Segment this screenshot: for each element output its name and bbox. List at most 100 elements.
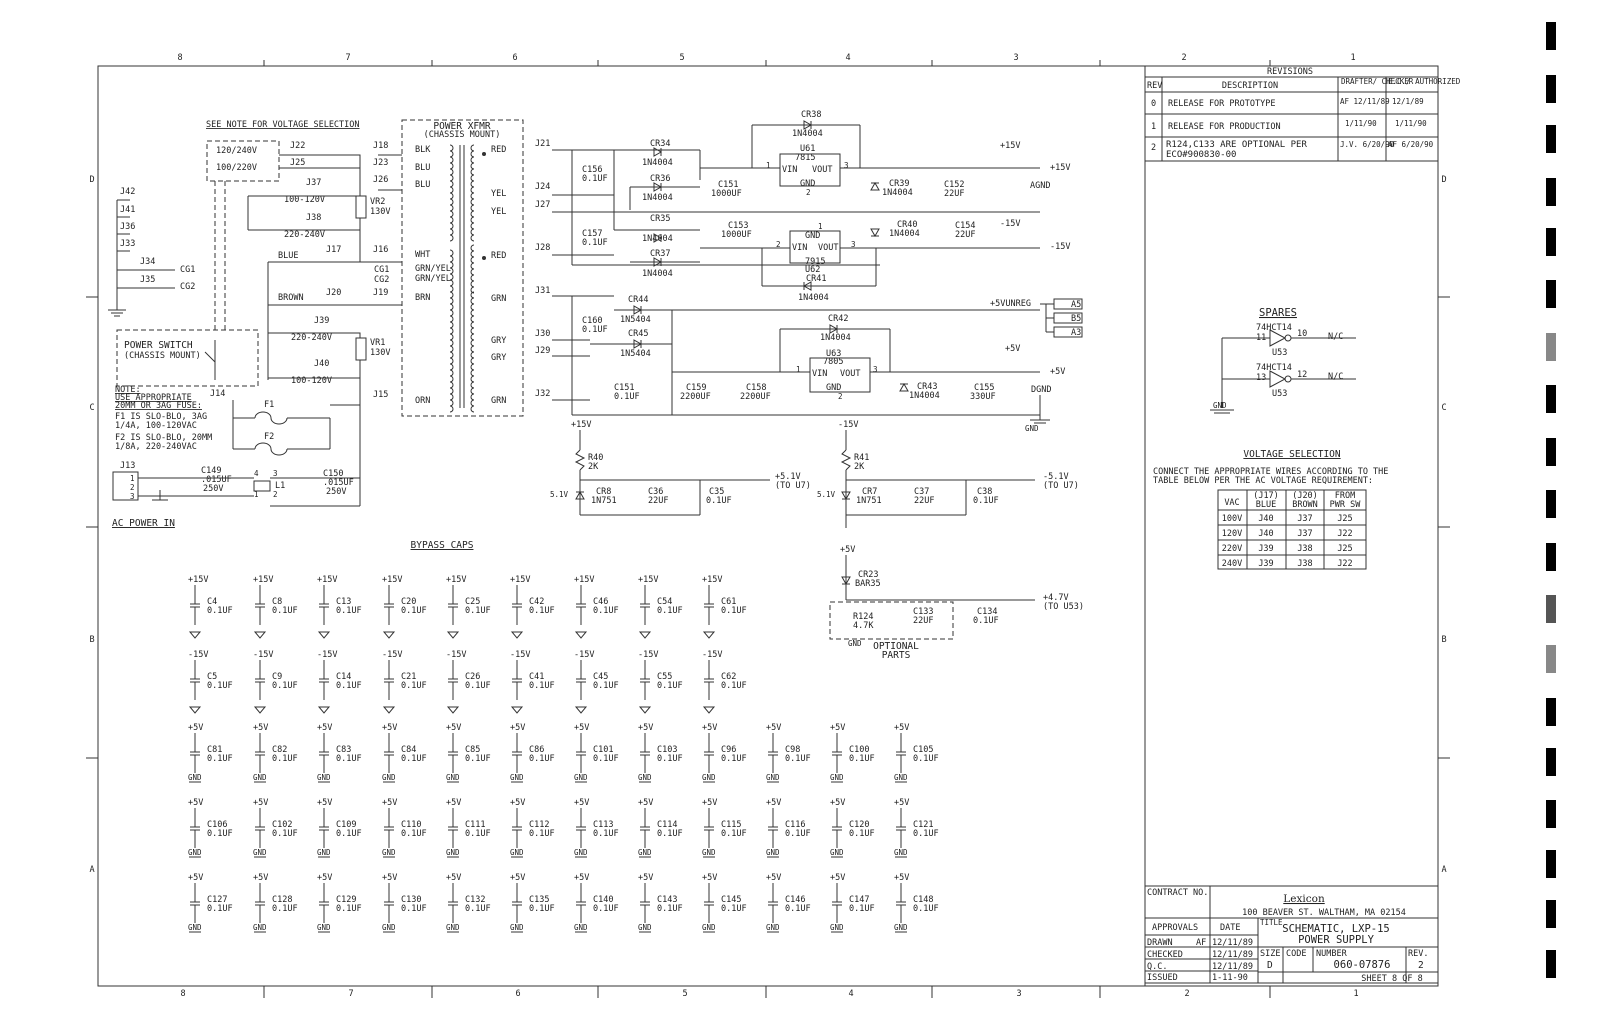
rev-value: 2 [1418,960,1424,971]
xfmr-left-pin: BLK [415,145,431,155]
xfmr-right-pin: GRN [491,294,506,304]
bypass-cap-ref: C103 [657,745,677,755]
voltage-selection-text-1: CONNECT THE APPROPRIATE WIRES ACCORDING … [1153,467,1388,477]
bypass-rail: -15V [638,650,658,660]
xfmr-right-pin: GRY [491,336,506,346]
bypass-cap-ref: C102 [272,820,292,830]
bypass-cap-ref: C100 [849,745,869,755]
vs-header: VAC [1224,498,1239,508]
xfmr-left-pin: GRN/YEL [415,264,451,274]
bypass-cap-value: 0.1UF [785,754,811,764]
svg-text:0.1UF: 0.1UF [582,238,608,248]
svg-text:.015UF: .015UF [201,475,232,485]
svg-text:A3: A3 [1071,328,1081,338]
svg-text:C150: C150 [323,469,343,479]
contract-label: CONTRACT NO. [1147,888,1208,898]
bypass-cap-ref: C129 [336,895,356,905]
bypass-rail: +5V [574,873,589,883]
svg-text:220-240V: 220-240V [291,333,332,343]
bypass-gnd: GND [766,923,780,932]
bypass-gnd: GND [253,848,267,857]
svg-text:C133: C133 [913,607,933,617]
bypass-rail: +5V [382,873,397,883]
svg-text:C160: C160 [582,316,602,326]
svg-text:GND: GND [1025,424,1039,433]
power-switch-sub: (CHASSIS MOUNT) [124,351,201,361]
svg-text:J29: J29 [535,346,550,356]
bypass-rail: -15V [510,650,530,660]
svg-text:CR8: CR8 [596,487,611,497]
vs-header: BROWN [1292,500,1318,510]
xfmr-left-pin: BLU [415,163,430,173]
svg-text:J14: J14 [210,389,225,399]
bypass-cap-value: 0.1UF [529,904,555,914]
bypass-gnd: GND [317,923,331,932]
svg-text:F2 IS SLO-BLO, 20MM: F2 IS SLO-BLO, 20MM [115,433,212,443]
voltage-selection-title: VOLTAGE SELECTION [1243,449,1341,460]
svg-text:CR39: CR39 [889,179,909,189]
vs-header: BLUE [1256,500,1276,510]
svg-text:100-120V: 100-120V [284,195,325,205]
svg-text:C154: C154 [955,221,975,231]
svg-text:1N4004: 1N4004 [792,129,823,139]
row-label: B [1441,635,1446,645]
title-block: CONTRACT NO. Lexicon 100 BEAVER ST. WALT… [1144,885,1439,987]
bypass-cap-ref: C121 [913,820,933,830]
svg-text:J32: J32 [535,389,550,399]
power-switch-label: POWER SWITCH [124,340,193,351]
svg-text:J17: J17 [326,245,341,255]
bypass-cap-value: 0.1UF [657,754,683,764]
bypass-cap-value: 0.1UF [913,754,939,764]
bypass-cap-ref: C21 [401,672,416,682]
bypass-cap-value: 0.1UF [721,904,747,914]
bypass-rail: +15V [574,575,594,585]
vs-cell: J39 [1258,559,1273,569]
svg-text:0.1UF: 0.1UF [973,496,999,506]
bypass-cap-ref: C114 [657,820,677,830]
svg-text:250V: 250V [203,484,223,494]
vs-cell: J22 [1337,529,1352,539]
rev-1-auth: 1/11/90 [1395,119,1427,128]
svg-text:5.1V: 5.1V [550,490,569,499]
ac-input-section: SEE NOTE FOR VOLTAGE SELECTION 120/240V … [108,120,402,529]
row-label: C [89,403,94,413]
bypass-rail: +5V [446,873,461,883]
bypass-rail: +5V [830,723,845,733]
scan-edge-marks [1546,22,1556,978]
bypass-rail: +5V [574,723,589,733]
bypass-cap-ref: C8 [272,597,282,607]
svg-text:B5: B5 [1071,314,1081,324]
svg-text:+5VUNREG: +5VUNREG [990,299,1031,309]
svg-text:2: 2 [838,392,843,401]
svg-text:1: 1 [818,222,823,231]
bypass-caps-title: BYPASS CAPS [411,540,474,551]
bypass-gnd: GND [766,773,780,782]
bypass-cap-ref: C45 [593,672,608,682]
svg-text:J36: J36 [120,222,135,232]
vs-header: (J20) [1292,491,1318,501]
voltage-120-240: 120/240V [216,146,257,156]
svg-text:CR7: CR7 [862,487,877,497]
optional-parts-1: OPTIONAL [873,641,919,652]
svg-text:+5V: +5V [1005,344,1020,354]
rev-2: 2 [1151,143,1156,153]
bypass-cap-ref: C106 [207,820,227,830]
xfmr-sub: (CHASSIS MOUNT) [424,130,501,140]
svg-text:R124: R124 [853,612,873,622]
svg-text:CG2: CG2 [374,275,389,285]
svg-text:USE APPROPRIATE: USE APPROPRIATE [115,393,192,403]
svg-text:+5V: +5V [840,545,855,555]
svg-text:CR38: CR38 [801,110,821,120]
revisions-table: REVISIONS REV DESCRIPTION DRAFTER/ CHECK… [1144,65,1461,162]
bypass-rail: -15V [702,650,722,660]
xfmr-left-pin: BLU [415,180,430,190]
svg-text:2200UF: 2200UF [740,392,771,402]
column-label: 5 [679,53,684,63]
bypass-gnd: GND [446,773,460,782]
